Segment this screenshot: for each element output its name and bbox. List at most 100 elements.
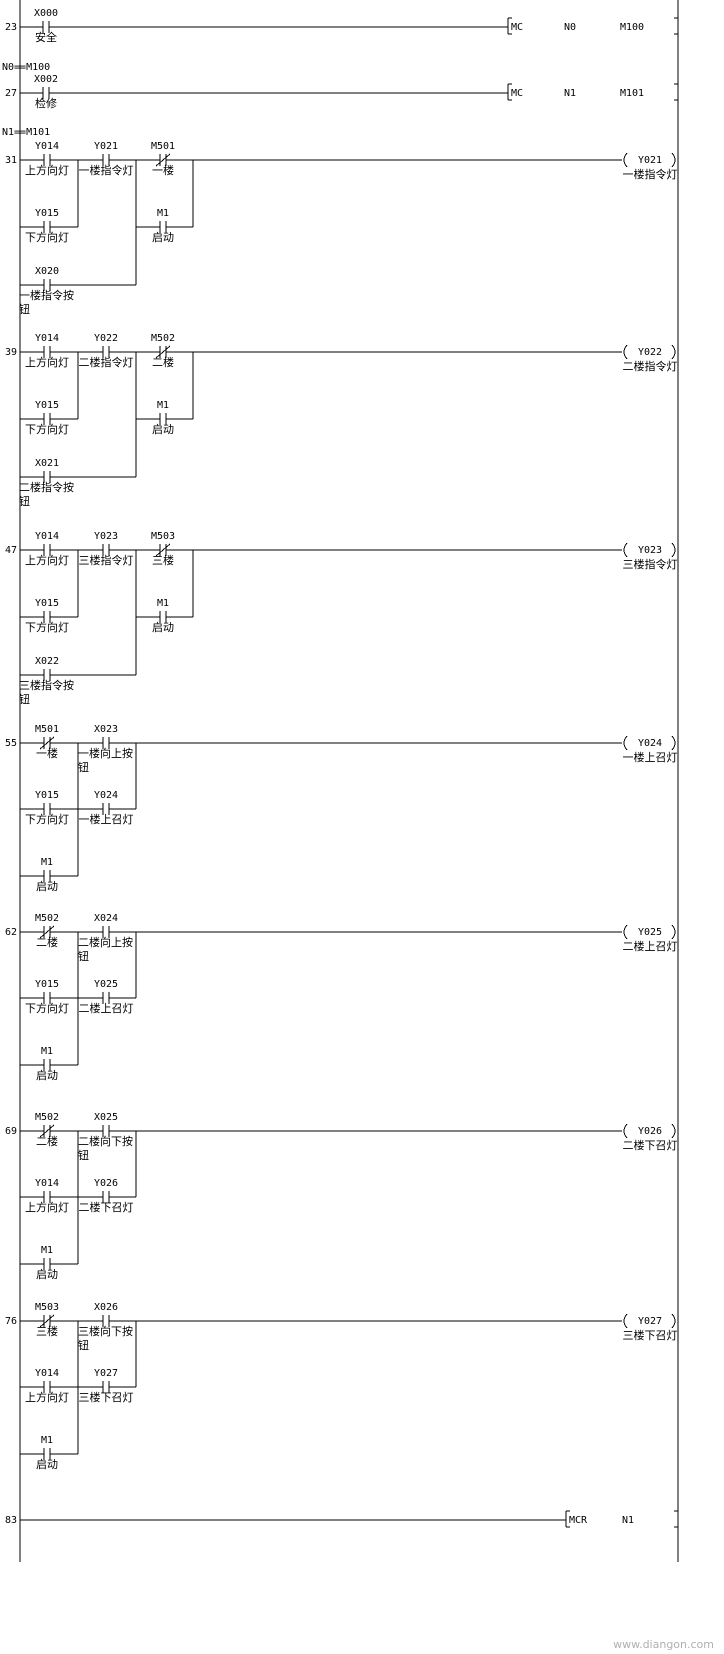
no-contact-symbol <box>20 611 78 623</box>
contact-address: M503 <box>35 1302 59 1313</box>
contact-comment: 一楼指令灯 <box>79 163 134 177</box>
no-contact-symbol <box>60 154 118 166</box>
contact-address: M1 <box>157 598 169 609</box>
instr-op: MCR <box>569 1515 588 1526</box>
no-contact-symbol <box>20 1448 78 1460</box>
instr-arg-b: M100 <box>620 22 644 33</box>
contact-address: Y026 <box>94 1178 118 1189</box>
coil-address: Y021 <box>638 155 662 166</box>
contact-address: Y015 <box>35 790 59 801</box>
contact-address: M1 <box>41 1245 53 1256</box>
step-number: 31 <box>5 155 17 166</box>
coil-comment: 三楼指令灯 <box>623 557 678 571</box>
no-contact-symbol <box>20 803 78 815</box>
coil-address: Y026 <box>638 1126 662 1137</box>
contact-comment: 二楼 <box>36 935 58 949</box>
contact-comment: 二楼指令按 <box>19 480 74 494</box>
contact-comment: 三楼指令灯 <box>79 553 134 567</box>
contact-address: Y027 <box>94 1368 118 1379</box>
contact-address: X002 <box>34 74 58 85</box>
contact-address: Y015 <box>35 598 59 609</box>
nc-contact-symbol <box>20 1314 78 1328</box>
nc-contact-symbol <box>118 153 176 167</box>
contact-address: M503 <box>151 531 175 542</box>
coil-right-arc <box>671 152 676 168</box>
coil-comment: 二楼指令灯 <box>623 359 678 373</box>
contact-comment: 二楼下召灯 <box>79 1200 134 1214</box>
coil-right-arc <box>671 1313 676 1329</box>
no-contact-symbol <box>78 1381 136 1393</box>
step-number: 39 <box>5 347 17 358</box>
coil-right-arc <box>671 344 676 360</box>
coil-address: Y024 <box>638 738 662 749</box>
step-number: 23 <box>5 22 17 33</box>
contact-comment: 三楼 <box>36 1324 58 1338</box>
no-contact-symbol <box>78 803 136 815</box>
contact-comment: 启动 <box>36 1458 58 1471</box>
instr-op: MC <box>511 88 523 99</box>
contact-stroke <box>155 153 171 167</box>
contact-comment: 安全 <box>35 30 57 44</box>
contact-comment: 启动 <box>36 1069 58 1082</box>
no-contact-symbol <box>78 737 136 749</box>
nc-contact-symbol <box>118 345 176 359</box>
no-contact-symbol <box>20 21 60 33</box>
contact-stroke <box>39 925 55 939</box>
contact-comment: 三楼下召灯 <box>79 1390 134 1404</box>
contact-address: X020 <box>35 266 59 277</box>
contact-comment: 启动 <box>152 621 174 634</box>
contact-address: X021 <box>35 458 59 469</box>
contact-address: Y022 <box>94 333 118 344</box>
watermark: www.diangon.com <box>613 1638 714 1651</box>
coil-address: Y025 <box>638 927 662 938</box>
contact-comment: 启动 <box>36 1268 58 1281</box>
coil-left-arc <box>623 152 628 168</box>
no-contact-symbol <box>60 544 118 556</box>
contact-address: X026 <box>94 1302 118 1313</box>
coil-address: Y027 <box>638 1316 662 1327</box>
contact-stroke <box>39 1124 55 1138</box>
contact-address: Y014 <box>35 1368 59 1379</box>
contact-stroke <box>39 736 55 750</box>
contact-stroke <box>39 1314 55 1328</box>
contact-comment-wrap: 钮 <box>78 1338 89 1352</box>
nc-contact-symbol <box>118 543 176 557</box>
coil-comment: 二楼上召灯 <box>623 939 678 953</box>
contact-comment: 三楼指令按 <box>19 678 74 692</box>
contact-comment: 上方向灯 <box>25 163 69 177</box>
coil-left-arc <box>623 1313 628 1329</box>
coil-comment: 一楼上召灯 <box>623 750 678 764</box>
no-contact-symbol <box>78 1125 136 1137</box>
contact-address: X022 <box>35 656 59 667</box>
contact-address: Y015 <box>35 400 59 411</box>
contact-comment: 启动 <box>152 423 174 436</box>
contact-comment: 二楼指令灯 <box>79 355 134 369</box>
instr-arg-a: N0 <box>564 22 576 33</box>
contact-comment: 一楼向上按 <box>78 746 133 760</box>
instr-arg-a: N1 <box>564 88 576 99</box>
coil-comment: 三楼下召灯 <box>623 1328 678 1342</box>
step-number: 69 <box>5 1126 17 1137</box>
contact-comment: 二楼上召灯 <box>79 1001 134 1015</box>
instr-op: MC <box>511 22 523 33</box>
contact-address: Y015 <box>35 208 59 219</box>
step-number: 62 <box>5 927 17 938</box>
no-contact-symbol <box>20 669 136 681</box>
contact-address: M502 <box>151 333 175 344</box>
contact-comment: 二楼 <box>152 355 174 369</box>
contact-address: M1 <box>41 1435 53 1446</box>
contact-address: Y014 <box>35 531 59 542</box>
contact-comment-wrap: 钮 <box>19 692 30 706</box>
mc-marker: N1==M101 <box>2 127 50 138</box>
contact-comment: 下方向灯 <box>25 1001 69 1015</box>
no-contact-symbol <box>20 544 60 556</box>
coil-right-arc <box>671 735 676 751</box>
contact-comment: 上方向灯 <box>25 1390 69 1404</box>
no-contact-symbol <box>78 926 136 938</box>
contact-address: Y023 <box>94 531 118 542</box>
contact-comment-wrap: 钮 <box>19 494 30 508</box>
contact-comment: 一楼 <box>152 163 174 177</box>
no-contact-symbol <box>20 1258 78 1270</box>
no-contact-symbol <box>20 87 60 99</box>
contact-comment: 上方向灯 <box>25 355 69 369</box>
